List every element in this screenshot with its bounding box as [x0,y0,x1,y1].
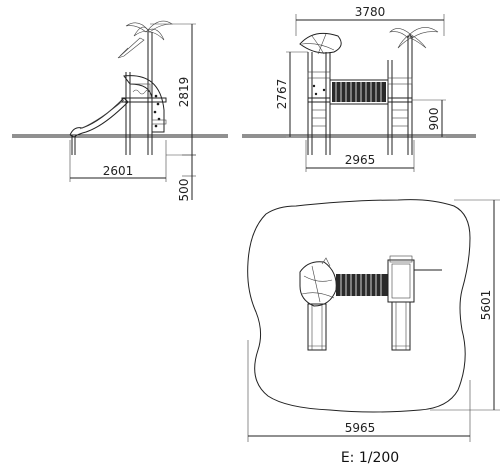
plan-depth-label: 5601 [479,290,493,321]
plan-leaf-roof [299,257,337,307]
side-depth-dimension: 500 [177,140,196,201]
plan-view: 5601 5965 [247,199,500,442]
front-leaf-roof [299,32,342,55]
front-width-bottom-label: 2965 [345,153,376,167]
plan-depth-dimension: 5601 [430,199,500,411]
plan-width-dimension: 5965 [247,340,471,442]
side-depth-label: 500 [177,179,191,202]
plan-tunnel [336,274,388,296]
front-platform-label: 900 [427,108,441,131]
plan-right-ladder [391,301,411,351]
front-width-top-dimension: 3780 [295,5,445,36]
side-climb-panel [123,75,165,133]
plan-left-slide [307,303,327,351]
front-view: 3780 [242,5,476,172]
front-tunnel-bridge [329,79,389,105]
front-left-tower [307,52,331,155]
front-height-label: 2767 [275,79,289,110]
front-height-dimension: 2767 [275,51,308,138]
side-height-dimension: 2819 [150,23,196,156]
side-length-label: 2601 [103,164,134,178]
plan-right-platform [387,255,442,303]
front-width-bottom-dimension: 2965 [305,140,415,172]
side-climb-holds [153,94,161,128]
side-deco-panel [129,83,151,99]
side-platform [121,97,167,103]
side-view: 2819 2601 500 [12,20,228,201]
side-palm-leaves [117,20,173,59]
scale-label: E: 1/200 [341,450,399,466]
front-right-palm [389,27,439,49]
side-length-dimension: 2601 [69,140,167,182]
front-width-top-label: 3780 [355,5,386,19]
side-height-label: 2819 [177,77,191,108]
plan-width-label: 5965 [345,421,376,435]
plan-safety-zone [247,199,471,413]
front-right-tower [387,36,413,155]
front-platform-dimension: 900 [412,99,446,138]
side-slide [69,97,129,138]
